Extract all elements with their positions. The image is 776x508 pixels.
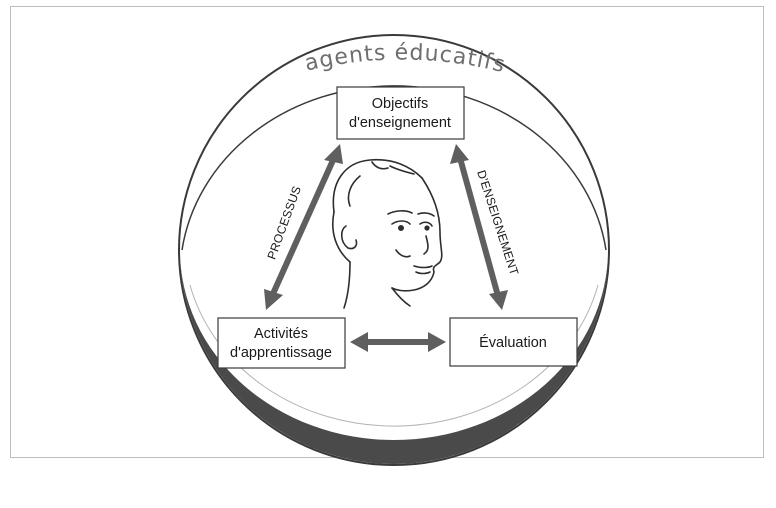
activities-line1: Activités [254, 326, 308, 342]
evaluation-label: Évaluation [479, 334, 547, 351]
box-activities: Activités d'apprentissage [218, 318, 345, 368]
box-evaluation: Évaluation [450, 318, 577, 366]
objectives-line2: d'enseignement [349, 115, 451, 131]
activities-line2: d'apprentissage [230, 345, 332, 361]
objectives-line1: Objectifs [372, 96, 428, 112]
box-objectives: Objectifs d'enseignement [337, 87, 464, 139]
